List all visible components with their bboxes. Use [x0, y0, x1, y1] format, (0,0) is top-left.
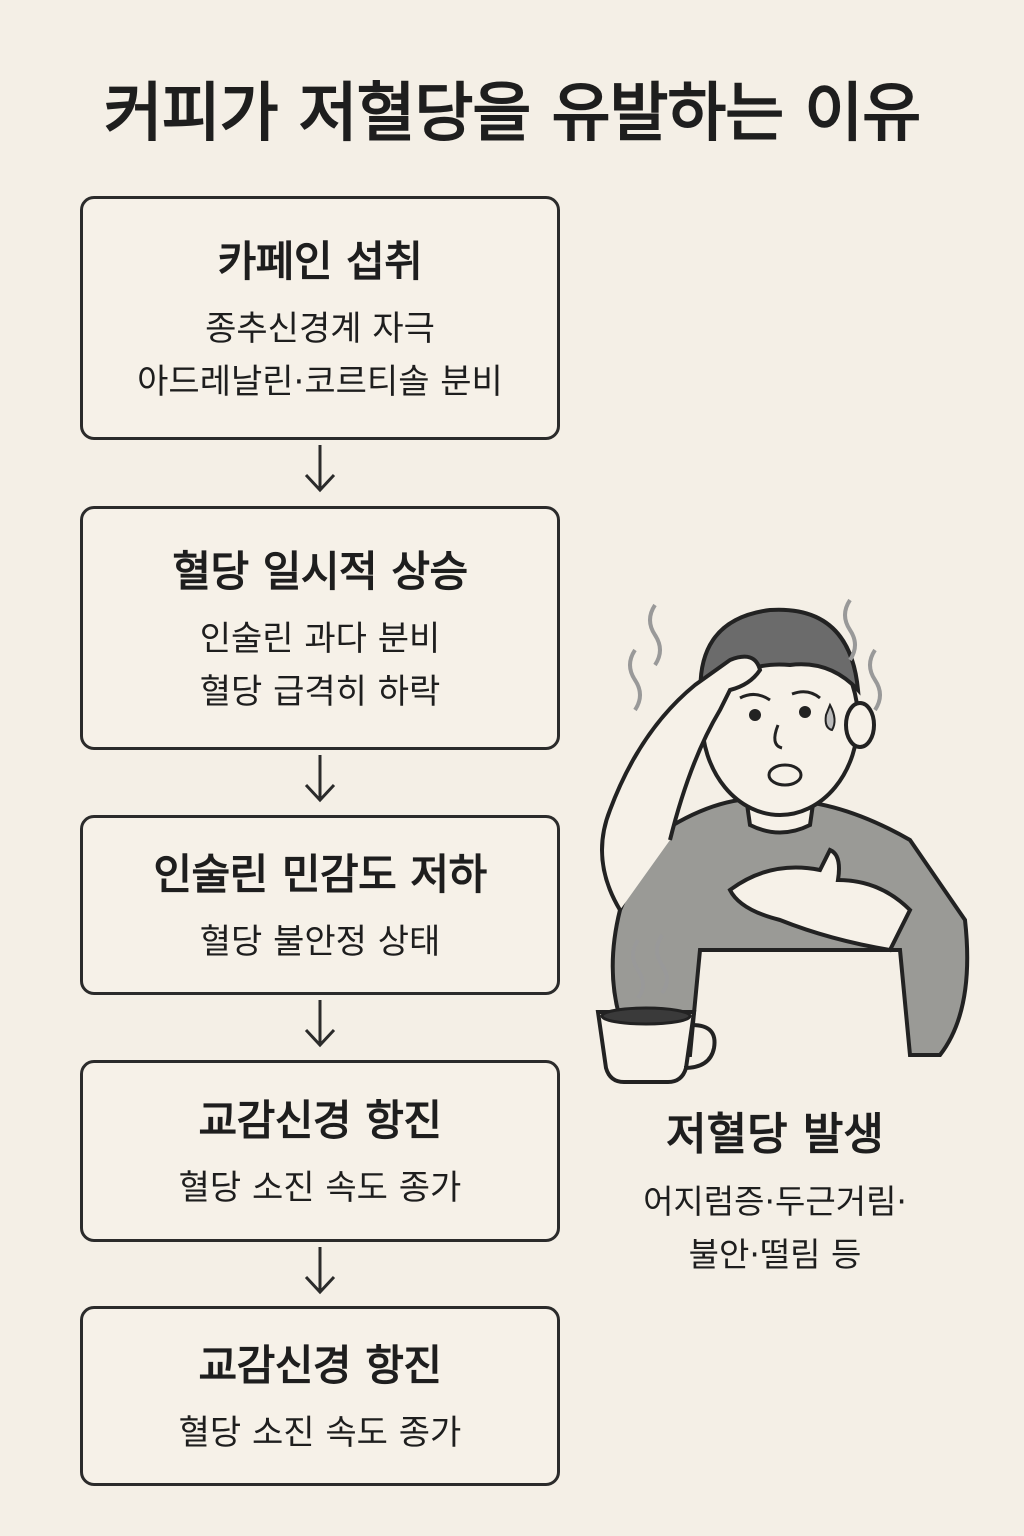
step-line: 아드레날린·코르티솔 분비	[137, 361, 503, 402]
raised-arm	[600, 654, 763, 912]
dizzy-line	[868, 648, 882, 712]
step-line: 인술린 과다 분비	[199, 618, 441, 659]
hair	[698, 607, 861, 715]
step-title: 교감신경 항진	[198, 1341, 442, 1391]
result-block: 저혈당 발생 어지럼증·두근거림· 불안·떨림 등	[570, 1098, 980, 1282]
flow-step-2: 혈당 일시적 상승 인술린 과다 분비 혈당 급격히 하락	[80, 506, 560, 750]
step-line: 혈당 소진 속도 종가	[178, 1168, 462, 1209]
flow-step-3: 인술린 민감도 저하 혈당 불안정 상태	[80, 815, 560, 995]
step-line: 종추신경계 자극	[205, 308, 435, 349]
down-arrow-icon	[304, 445, 336, 493]
hand-on-chest	[727, 847, 913, 953]
step-title: 혈당 일시적 상승	[172, 546, 468, 596]
step-line: 혈당 급격히 하락	[199, 671, 441, 712]
flow-step-1: 카페인 섭취 종추신경계 자극 아드레날린·코르티솔 분비	[80, 196, 560, 440]
step-title: 교감신경 항진	[198, 1096, 442, 1146]
dizzy-line	[628, 648, 642, 712]
result-line: 어지럼증·두근거림·	[643, 1182, 907, 1221]
dizzy-line	[648, 603, 662, 667]
step-line: 혈당 소진 속도 종가	[178, 1413, 462, 1454]
dizzy-person-illustration	[600, 598, 970, 1057]
down-arrow-icon	[304, 1247, 336, 1295]
result-line: 불안·떨림 등	[688, 1234, 862, 1274]
page-title: 커피가 저혈당을 유발하는 이유	[103, 77, 921, 151]
flow-step-5: 교감신경 항진 혈당 소진 속도 종가	[80, 1306, 560, 1486]
hot-coffee-cup-icon	[595, 933, 717, 1084]
dizzy-line	[843, 598, 857, 662]
step-title: 인술린 민감도 저하	[153, 850, 487, 900]
step-line: 혈당 불안정 상태	[199, 922, 441, 963]
down-arrow-icon	[304, 755, 336, 803]
down-arrow-icon	[304, 1000, 336, 1048]
step-title: 카페인 섭취	[217, 236, 423, 286]
result-title: 저혈당 발생	[666, 1109, 884, 1160]
flow-step-4: 교감신경 항진 혈당 소진 속도 종가	[80, 1060, 560, 1242]
